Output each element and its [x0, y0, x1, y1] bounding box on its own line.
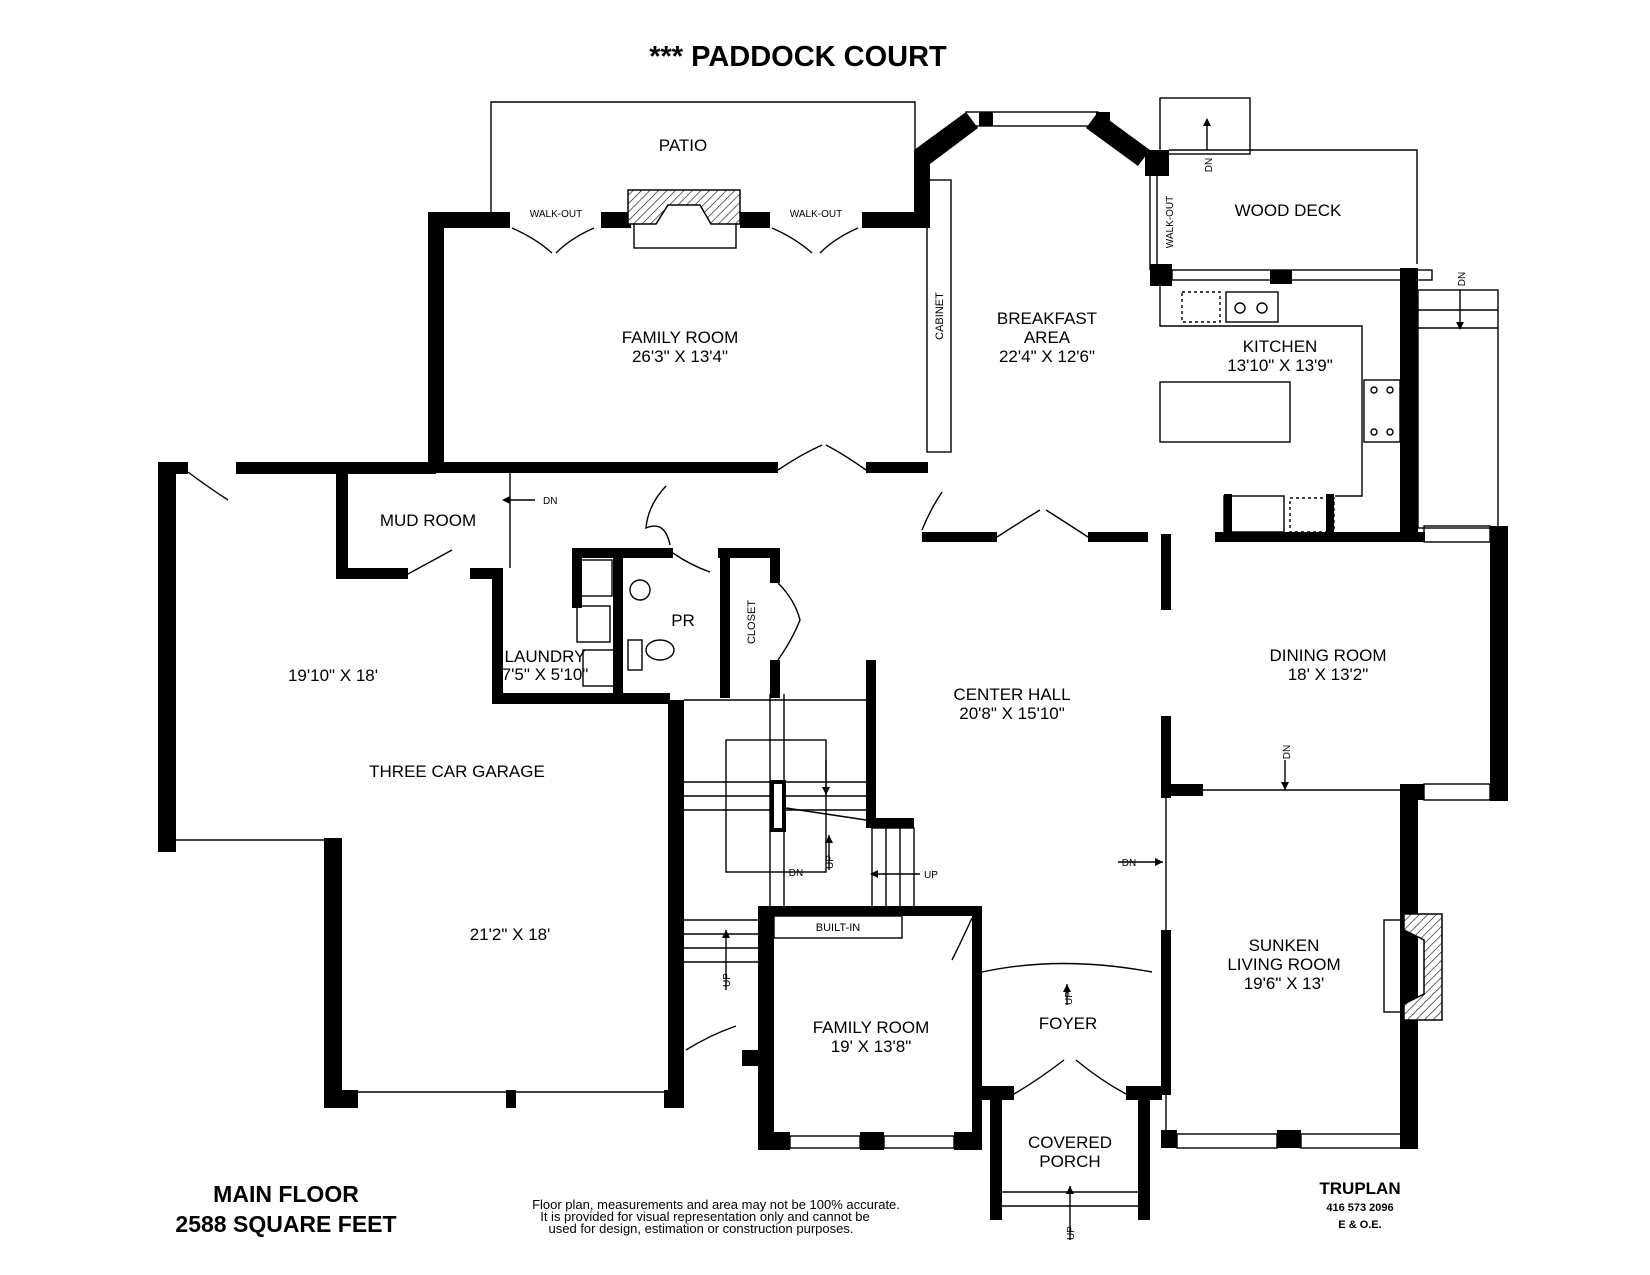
up-left-label: UP	[722, 973, 733, 987]
walkout-right-label: WALK-OUT	[790, 209, 842, 220]
family-room-lower-label: FAMILY ROOM	[813, 1018, 930, 1037]
dn-deck-side-label: DN	[1457, 272, 1468, 286]
covered-porch: UP COVERED PORCH	[990, 1096, 1150, 1240]
upper-family-room-walls: WALK-OUT WALK-OUT FAMILY ROOM 26'3" X 13…	[428, 150, 930, 473]
foyer: UP FOYER	[980, 962, 1162, 1100]
breakfast-area: CABINET BREAKFAST AREA 22'4" X 12'6"	[914, 111, 1425, 542]
brand-eoe: E & O.E.	[1338, 1219, 1381, 1231]
dining-room-dims: 18' X 13'2"	[1288, 665, 1369, 684]
sunken-living-room: DN SUNKEN LIVING ROOM 19'6" X 13'	[1118, 792, 1443, 1149]
up-porch-label: UP	[1066, 1226, 1077, 1240]
breakfast-label-1: BREAKFAST	[997, 309, 1097, 328]
kitchen: KITCHEN 13'10" X 13'9"	[1150, 264, 1433, 538]
laundry-label: LAUNDRY	[505, 647, 586, 666]
up-short-label: UP	[924, 870, 938, 881]
dining-room-label: DINING ROOM	[1269, 646, 1386, 665]
garage: 19'10" X 18' THREE CAR GARAGE 21'2" X 18…	[158, 462, 684, 1108]
disclaimer-line-3: used for design, estimation or construct…	[549, 1221, 854, 1236]
center-hall-label: CENTER HALL	[953, 685, 1070, 704]
closet-label: CLOSET	[746, 600, 758, 644]
walkout-left-label: WALK-OUT	[530, 209, 582, 220]
footer: MAIN FLOOR 2588 SQUARE FEET Floor plan, …	[175, 1179, 1400, 1237]
kitchen-label: KITCHEN	[1243, 337, 1318, 356]
dn-living-label: DN	[1122, 858, 1136, 869]
dn-mud-label: DN	[543, 496, 557, 507]
wood-deck-label: WOOD DECK	[1235, 201, 1342, 220]
center-hall: CENTER HALL 20'8" X 15'10"	[645, 485, 1071, 828]
wood-deck: DN WALK-OUT WOOD DECK DN	[1145, 97, 1499, 529]
mud-room-area: DN MUD ROOM LAUNDRY 7'5" X 5'10" PR CLOS…	[336, 462, 801, 704]
living-room-dims: 19'6" X 13'	[1244, 974, 1325, 993]
center-hall-dims: 20'8" X 15'10"	[959, 704, 1065, 723]
up-foyer-label: UP	[1064, 991, 1075, 1005]
dn-main-label: DN	[789, 868, 803, 879]
family-room-lower: BUILT-IN FAMILY ROOM 19' X 13'8"	[758, 906, 982, 1150]
garage-dims-upper: 19'10" X 18'	[288, 666, 378, 685]
floor-name: MAIN FLOOR	[213, 1181, 359, 1207]
covered-porch-label-2: PORCH	[1039, 1152, 1100, 1171]
brand-name: TRUPLAN	[1319, 1179, 1400, 1198]
disclaimer-line-2: It is provided for visual representation…	[540, 1209, 870, 1224]
dining-room: DN DINING ROOM 18' X 13'2"	[1161, 525, 1508, 801]
family-room-lower-dims: 19' X 13'8"	[831, 1037, 912, 1056]
patio-label: PATIO	[659, 136, 708, 155]
cabinet-label: CABINET	[934, 292, 946, 340]
breakfast-label-2: AREA	[1024, 328, 1071, 347]
garage-dims-lower: 21'2" X 18'	[470, 925, 551, 944]
walkout-side-label: WALK-OUT	[1165, 196, 1176, 248]
dn-dining-label: DN	[1282, 745, 1293, 759]
built-in-label: BUILT-IN	[816, 922, 860, 934]
main-stairs: DN UP UP UP	[684, 694, 938, 1066]
living-room-label-1: SUNKEN	[1249, 936, 1320, 955]
kitchen-dims: 13'10" X 13'9"	[1227, 356, 1333, 375]
foyer-label: FOYER	[1039, 1014, 1098, 1033]
breakfast-dims: 22'4" X 12'6"	[999, 347, 1095, 366]
family-room-upper-dims: 26'3" X 13'4"	[632, 347, 728, 366]
floor-area: 2588 SQUARE FEET	[175, 1211, 396, 1237]
dn-deck-label: DN	[1204, 158, 1215, 172]
garage-label: THREE CAR GARAGE	[369, 762, 545, 781]
living-room-label-2: LIVING ROOM	[1227, 955, 1340, 974]
brand-phone: 416 573 2096	[1326, 1202, 1393, 1214]
disclaimer-line-1: Floor plan, measurements and area may no…	[532, 1197, 900, 1212]
plan-title: *** PADDOCK COURT	[649, 41, 947, 73]
family-room-upper-label: FAMILY ROOM	[622, 328, 739, 347]
laundry-dims: 7'5" X 5'10"	[502, 665, 589, 684]
mud-room-label: MUD ROOM	[380, 511, 476, 530]
covered-porch-label-1: COVERED	[1028, 1133, 1112, 1152]
up-main-label: UP	[825, 855, 836, 869]
patio: PATIO	[490, 101, 916, 213]
pr-label: PR	[671, 611, 695, 630]
